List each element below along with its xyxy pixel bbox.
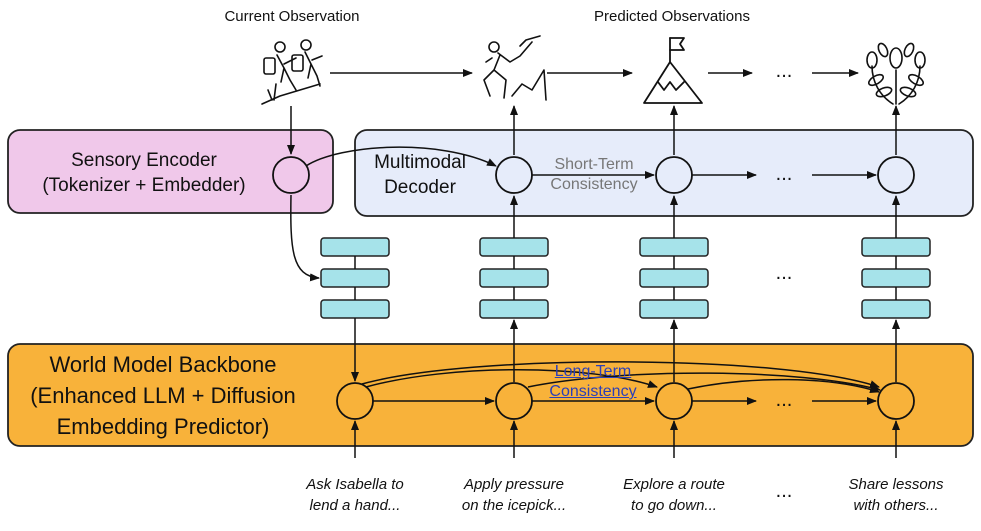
short-term-line2: Consistency [550,176,638,193]
decoder-title-line2: Decoder [384,177,456,198]
action-3: Explore a route to go down... [623,474,725,516]
backbone-node-3 [655,382,693,420]
hikers-icon [261,39,323,105]
action-1-line2: lend a hand... [309,497,401,514]
action-4: Share lessons with others... [848,474,943,516]
encoder-node [272,156,310,194]
decoder-title: Multimodal Decoder [374,150,466,200]
short-term-line1: Short-Term [554,156,634,173]
climber-icon [483,35,547,101]
decoder-node-4 [877,156,915,194]
arrow-encoder-to-tokens [290,194,320,282]
token-stack-2 [479,237,549,319]
backbone-title-line1: World Model Backbone [49,352,277,377]
decoder-node-1 [495,156,533,194]
arrow-long-1-4 [361,361,880,388]
decoder-title-line1: Multimodal [374,152,466,173]
backbone-node-4 [877,382,915,420]
action-4-line1: Share lessons [848,476,944,493]
arrow-long-3-4 [687,378,880,394]
backbone-title-line2: (Enhanced LLM + Diffusion [30,383,296,408]
action-1: Ask Isabella to lend a hand... [306,474,404,516]
action-2: Apply pressure on the icepick... [462,474,566,516]
world-model-backbone-box [7,343,974,447]
action-2-line1: Apply pressure [463,476,565,493]
short-term-consistency-label: Short-Term Consistency [550,155,637,195]
decoder-node-2 [655,156,693,194]
backbone-title-line3: Embedding Predictor) [56,414,270,439]
token-stack-3 [639,237,709,319]
ellipsis-observations: ... [775,60,793,82]
backbone-title: World Model Backbone (Enhanced LLM + Dif… [30,349,296,442]
encoder-title-line1: Sensory Encoder [71,150,217,171]
backbone-node-1 [336,382,374,420]
encoder-title: Sensory Encoder (Tokenizer + Embedder) [42,148,245,198]
arrow-long-1-3 [365,369,658,388]
ellipsis-tokens: ... [775,262,793,284]
sensory-encoder-box [7,129,334,214]
ellipsis-actions: ... [775,480,793,502]
action-1-line1: Ask Isabella to [306,476,404,493]
token-stack-1 [320,237,390,319]
ellipsis-backbone: ... [775,389,793,411]
arrow-encoder-to-decoder [305,146,497,167]
long-term-line1: Long-Term [554,363,632,380]
long-term-consistency-label: Long-Term Consistency [549,362,636,402]
token-stack-4 [861,237,931,319]
mountain-flag-icon [643,37,703,104]
current-observation-label: Current Observation [224,8,360,25]
long-term-line2: Consistency [549,383,637,400]
encoder-title-line2: (Tokenizer + Embedder) [42,175,246,196]
action-2-line2: on the icepick... [461,497,567,514]
action-4-line2: with others... [853,497,939,514]
laurel-icon [866,42,926,105]
ellipsis-decoder: ... [775,163,793,185]
action-3-line2: to go down... [631,497,717,514]
action-3-line1: Explore a route [623,476,725,493]
arrow-long-2-4 [527,372,881,392]
backbone-node-2 [495,382,533,420]
predicted-observations-label: Predicted Observations [594,8,750,25]
